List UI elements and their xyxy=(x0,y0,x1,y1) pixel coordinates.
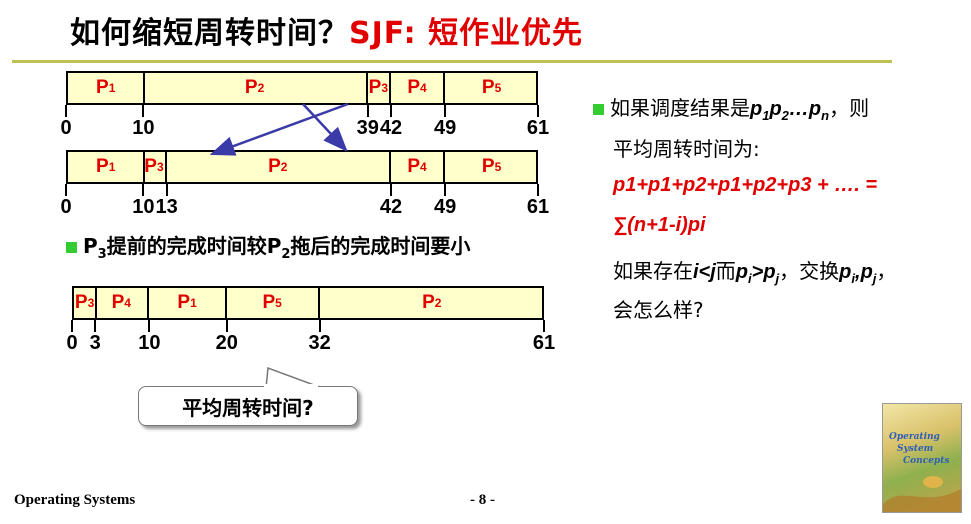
formula-sum: p1+p1+p2+p1+p2+p3 + …. = xyxy=(613,174,878,196)
tick-mark xyxy=(148,320,151,332)
tick-label: 0 xyxy=(66,332,78,354)
right-line-6: 会怎么样? xyxy=(613,298,704,322)
tick-mark xyxy=(444,184,447,196)
bubble-tail xyxy=(265,366,323,389)
tick-mark xyxy=(537,105,539,117)
right-line-2: 平均周转时间为: xyxy=(613,137,760,161)
tick-mark xyxy=(366,105,369,117)
tick-mark xyxy=(389,105,392,117)
tick-mark xyxy=(444,105,447,117)
tick-label: 0 xyxy=(60,117,72,139)
tick-label: 10 xyxy=(138,332,161,354)
note-p3-vs-p2: P3提前的完成时间较P2拖后的完成时间要小 xyxy=(66,230,470,262)
bullet-icon xyxy=(66,242,77,253)
tick-label: 10 xyxy=(132,117,155,139)
arrow-p2-to-back xyxy=(302,103,348,152)
tick-mark xyxy=(142,184,145,196)
tick-label: 49 xyxy=(434,117,457,139)
title-highlight: SJF: 短作业优先 xyxy=(349,16,584,51)
page-number: - 8 - xyxy=(470,492,495,508)
tick-mark xyxy=(142,105,145,117)
tick-label: 32 xyxy=(308,332,331,354)
right-line-1: 如果调度结果是p1p2…pn，则 xyxy=(593,92,869,123)
arrow-p3-to-front xyxy=(209,102,349,156)
tick-label: 39 xyxy=(356,117,379,139)
tick-label: 61 xyxy=(526,196,550,218)
tick-label: 13 xyxy=(155,196,178,218)
bullet-icon xyxy=(593,104,604,115)
tick-mark xyxy=(165,184,168,196)
tick-label: 3 xyxy=(89,332,101,354)
tick-label: 0 xyxy=(60,196,72,218)
slide-title: 如何缩短周转时间？SJF: 短作业优先 xyxy=(70,16,584,51)
tick-mark xyxy=(389,184,392,196)
tick-label: 61 xyxy=(526,117,550,139)
footer-course: Operating Systems xyxy=(14,492,136,508)
title-rule xyxy=(12,60,892,63)
tick-mark xyxy=(65,184,67,196)
callout-bubble: 平均周转时间? xyxy=(138,386,358,426)
tick-label: 10 xyxy=(132,196,155,218)
tick-mark xyxy=(543,320,545,332)
book-cover-image: Operating System Concepts xyxy=(882,403,962,513)
tick-mark xyxy=(94,320,97,332)
tick-mark xyxy=(65,105,67,117)
tick-label: 61 xyxy=(532,332,556,354)
tick-mark xyxy=(318,320,321,332)
tick-label: 20 xyxy=(215,332,238,354)
tick-label: 42 xyxy=(379,117,403,139)
formula-sigma: ∑(n+1-i)pi xyxy=(613,214,706,236)
tick-mark xyxy=(71,320,73,332)
tick-mark xyxy=(225,320,228,332)
right-line-5: 如果存在i<j而pi>pj，交换pi,pj， xyxy=(613,259,897,286)
tick-label: 49 xyxy=(434,196,457,218)
tick-mark xyxy=(537,184,539,196)
tick-label: 42 xyxy=(379,196,403,218)
